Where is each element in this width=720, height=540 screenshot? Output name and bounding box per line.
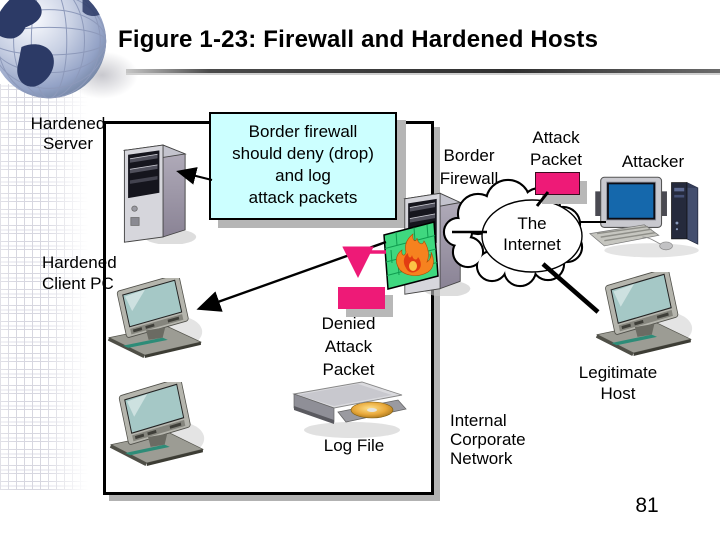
page-number: 81 [635, 494, 659, 517]
label-attack-packet: Attack Packet [530, 128, 582, 169]
title-divider [126, 69, 720, 75]
label-the-internet: The Internet [503, 214, 561, 254]
label-denied-attack-packet: Denied Attack Packet [321, 314, 376, 379]
label-hardened-server: Hardened Server [30, 114, 106, 153]
firewall-callout-text: Border firewall should deny (drop) and l… [232, 122, 374, 207]
label-attacker: Attacker [621, 152, 685, 171]
denied-attack-packet-shape [338, 287, 385, 309]
attack-packet-shape [535, 172, 580, 195]
attacker-pc-icon [588, 172, 706, 260]
label-legitimate-host: Legitimate Host [578, 363, 658, 403]
line-internet-to-legitimate-host [541, 262, 600, 314]
firewall-callout-box: Border firewall should deny (drop) and l… [209, 112, 397, 220]
label-hardened-client-pc: Hardened Client PC [42, 253, 117, 293]
legitimate-host-pc-icon [592, 272, 696, 356]
page-title: Figure 1-23: Firewall and Hardened Hosts [118, 26, 599, 53]
label-border-firewall: Border Firewall [439, 146, 499, 188]
globe-icon [0, 0, 107, 99]
client-pc-icon [106, 382, 208, 466]
log-file-drive-icon [288, 378, 408, 440]
label-log-file: Log File [323, 436, 385, 455]
label-internal-corporate-network: Internal Corporate Network [450, 411, 526, 468]
firewall-wall-icon [380, 220, 440, 290]
circuit-pattern [0, 84, 96, 490]
